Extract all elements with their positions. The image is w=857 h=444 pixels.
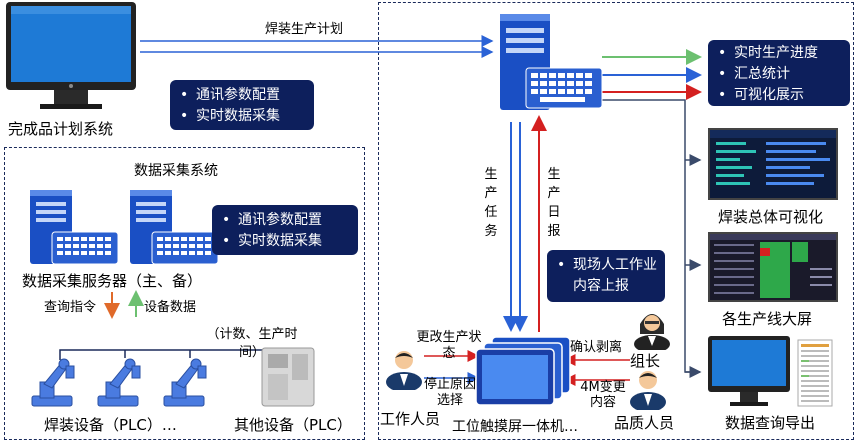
line-screen-content xyxy=(710,234,836,298)
monitor-icon xyxy=(6,2,136,109)
comm-item: 通讯参数配置 xyxy=(180,85,314,106)
quality-person-label: 品质人员 xyxy=(614,414,675,432)
robot-arm-icon xyxy=(97,358,141,407)
change-status-label: 更改生产状态 xyxy=(416,330,482,361)
welding-dashboard-screen xyxy=(708,128,838,200)
daq-server-label: 数据采集服务器（主、备） xyxy=(22,272,203,290)
features-box: 实时生产进度 汇总统计 可视化展示 xyxy=(708,40,850,106)
production-task-label: 生产任务 xyxy=(484,167,498,239)
welding-visual-label: 焊装总体可视化 xyxy=(718,208,824,226)
feature-item: 汇总统计 xyxy=(718,64,850,85)
robot-arm-icons xyxy=(31,358,207,407)
comm-config-box-top: 通讯参数配置 实时数据采集 xyxy=(170,80,314,130)
terminal-label: 工位触摸屏一体机… xyxy=(452,419,578,435)
onsite-report-item: 现场人工作业内容上报 xyxy=(557,255,661,297)
feature-item: 实时生产进度 xyxy=(718,43,850,64)
comm-item: 实时数据采集 xyxy=(180,106,314,127)
change-4m-label: 4M变更内容 xyxy=(580,380,626,410)
quality-person-icon xyxy=(630,371,666,410)
team-leader-label: 组长 xyxy=(630,352,661,370)
daq-system-title: 数据采集系统 xyxy=(134,163,218,179)
central-server-icon xyxy=(500,14,603,110)
feature-item: 可视化展示 xyxy=(718,85,850,106)
other-equipment-label: 其他设备（PLC） xyxy=(234,416,352,434)
comm-item: 实时数据采集 xyxy=(222,231,358,252)
team-leader-icon xyxy=(634,314,670,350)
planning-system-label: 完成品计划系统 xyxy=(8,120,114,138)
worker-label: 工作人员 xyxy=(380,410,441,428)
server-icon xyxy=(30,190,119,265)
server-region xyxy=(378,2,854,440)
equipment-note: （计数、生产时间） xyxy=(206,327,298,360)
confirm-strip-label: 确认剥离 xyxy=(570,340,623,355)
comm-config-box-daq: 通讯参数配置 实时数据采集 xyxy=(212,205,358,255)
query-command-label: 查询指令 xyxy=(44,300,97,315)
line-big-screen xyxy=(708,232,838,302)
data-query-label: 数据查询导出 xyxy=(725,414,816,432)
device-data-label: 设备数据 xyxy=(144,300,197,315)
worker-person-icon xyxy=(386,351,422,390)
robot-arm-icon xyxy=(163,358,207,407)
welding-equipment-label: 焊装设备（PLC）… xyxy=(44,416,177,434)
stop-reason-label: 停止原因选择 xyxy=(424,377,477,408)
line-screen-label: 各生产线大屏 xyxy=(722,310,813,328)
query-monitor-icon xyxy=(708,336,833,407)
machine-icon xyxy=(261,347,315,407)
server-icon xyxy=(130,190,219,265)
production-daily-label: 生产日报 xyxy=(547,167,561,239)
robot-arm-icon xyxy=(31,358,75,407)
comm-item: 通讯参数配置 xyxy=(222,210,358,231)
dashboard-content xyxy=(710,130,836,185)
daq-system-region xyxy=(4,147,365,440)
onsite-report-box: 现场人工作业内容上报 xyxy=(547,250,665,302)
plan-arrow-label: 焊装生产计划 xyxy=(265,22,344,37)
touchscreen-terminal-icon xyxy=(475,336,571,406)
